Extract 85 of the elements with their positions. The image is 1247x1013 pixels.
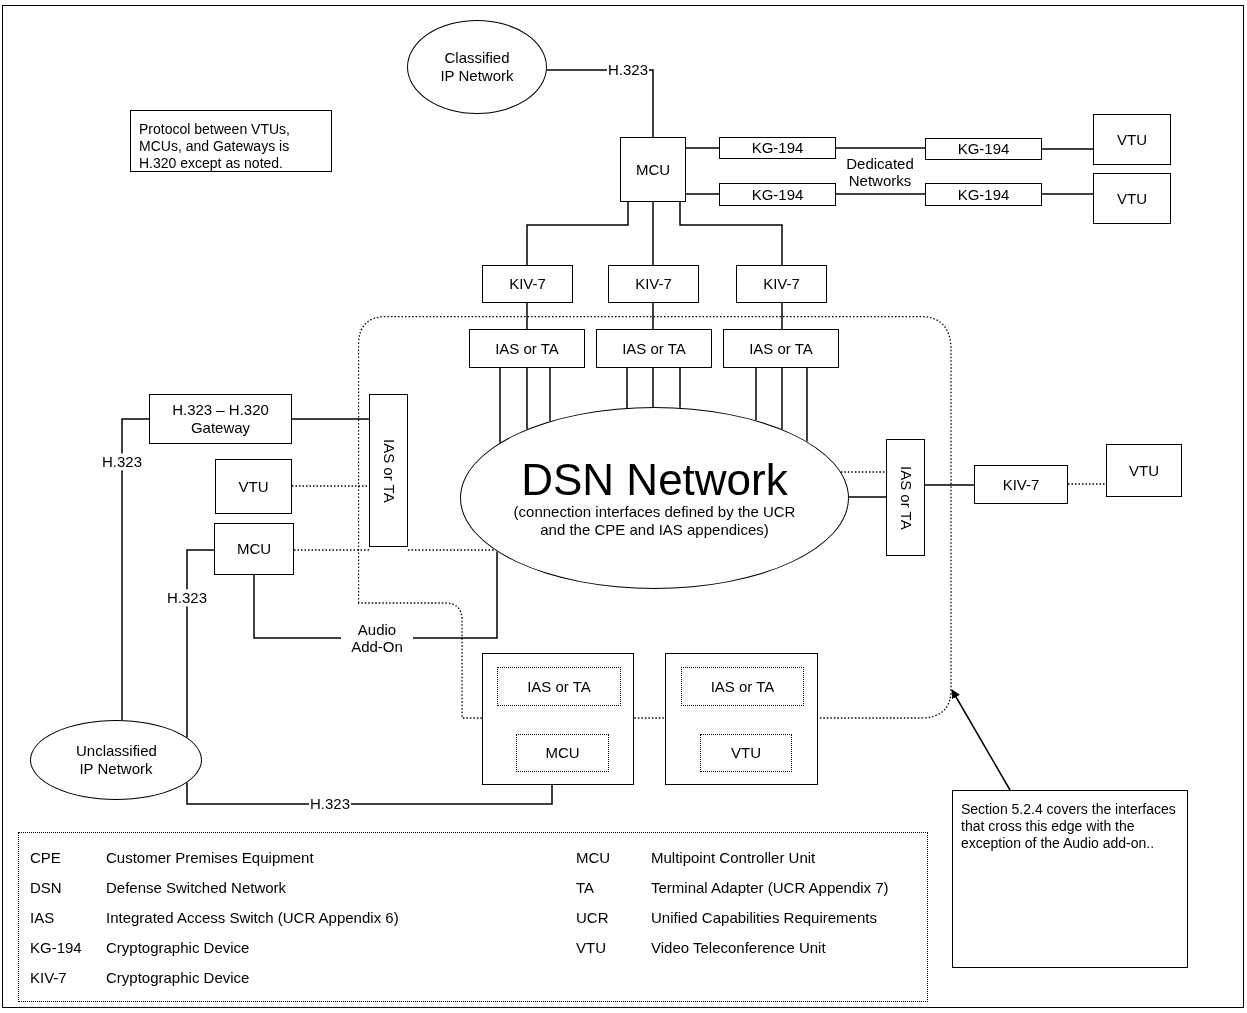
- device-box: IAS or TA: [723, 329, 839, 368]
- device-box: KG-194: [925, 183, 1042, 206]
- definition: Multipoint Controller Unit: [651, 847, 817, 868]
- equipment-box: [482, 653, 634, 785]
- connector-line: [526, 302, 528, 330]
- device-box: VTU: [1106, 444, 1182, 497]
- device-box: KIV-7: [482, 265, 573, 303]
- abbreviation: VTU: [576, 937, 607, 958]
- abbreviation: MCU: [576, 847, 612, 868]
- abbreviation: UCR: [576, 907, 610, 928]
- device-box: KG-194: [719, 183, 836, 206]
- connector-line: [781, 302, 783, 330]
- abbreviation: DSN: [30, 877, 63, 898]
- device-box: KG-194: [719, 137, 836, 159]
- definition: Cryptographic Device: [106, 937, 251, 958]
- connector-line: [685, 193, 720, 195]
- note-box: Section 5.2.4 covers the interfaces that cross this edge with the exception of the Audio add-on..: [952, 790, 1188, 968]
- device-box: VTU: [215, 459, 292, 514]
- connector-line: [835, 193, 926, 195]
- connector-line: [291, 485, 370, 487]
- connector-line: [848, 496, 887, 498]
- connector-line: [407, 549, 496, 551]
- connector-line: [293, 549, 370, 551]
- definition: Integrated Access Switch (UCR Appendix 6): [106, 907, 400, 928]
- device-box: MCU: [214, 523, 294, 575]
- connector-line: [1067, 483, 1107, 485]
- connector-line: [652, 367, 654, 408]
- connector-line: [291, 418, 370, 420]
- connector-line: [685, 147, 720, 149]
- connector-line: [755, 367, 757, 422]
- equipment-box: [665, 653, 818, 785]
- definition: Terminal Adapter (UCR Appendix 7): [651, 877, 890, 898]
- edge-label: H.323: [166, 589, 208, 607]
- connector-line: [1041, 193, 1094, 195]
- abbreviation: IAS: [30, 907, 56, 928]
- note-box: Protocol between VTUs, MCUs, and Gateways is H.320 except as noted.: [130, 110, 332, 172]
- connector-line: [549, 367, 551, 422]
- device-box: IAS or TA: [886, 439, 925, 556]
- network-name: Classified IP Network: [439, 49, 515, 85]
- device-box: KIV-7: [608, 265, 699, 303]
- device-box: IAS or TA: [369, 394, 408, 547]
- device-box: KIV-7: [974, 465, 1068, 504]
- definition: Customer Premises Equipment: [106, 847, 315, 868]
- connector-line: [121, 418, 150, 721]
- connector-line: [526, 201, 629, 266]
- network-name: DSN Network: [521, 456, 788, 504]
- device-box: IAS or TA: [596, 329, 712, 368]
- device-box: H.323 – H.320 Gateway: [149, 394, 292, 444]
- connector-line: [186, 781, 553, 805]
- connector-line: [652, 302, 654, 330]
- connector-line: [526, 367, 528, 431]
- inner-device-box: VTU: [700, 734, 792, 772]
- abbreviation: CPE: [30, 847, 62, 868]
- device-box: VTU: [1093, 173, 1171, 224]
- abbreviation: KG-194: [30, 937, 83, 958]
- abbreviation: TA: [576, 877, 596, 898]
- leader-arrow: [951, 689, 1011, 791]
- device-box: KIV-7: [736, 265, 827, 303]
- connector-line: [679, 367, 681, 409]
- connector-line: [1041, 148, 1094, 150]
- inner-device-box: IAS or TA: [497, 667, 621, 706]
- abbreviation: KIV-7: [30, 967, 68, 988]
- connector-line: [924, 484, 975, 486]
- device-box: MCU: [620, 137, 686, 202]
- network-name: Unclassified IP Network: [76, 742, 156, 778]
- connector-line: [781, 367, 783, 431]
- inner-device-box: IAS or TA: [681, 667, 804, 706]
- connector-line: [652, 201, 654, 266]
- definition: Unified Capabilities Requirements: [651, 907, 878, 928]
- device-box: KG-194: [925, 138, 1042, 160]
- network-description: (connection interfaces defined by the UCR and the CPE and IAS appendices): [512, 503, 797, 540]
- connector-line: [840, 471, 887, 473]
- definition: Cryptographic Device: [106, 967, 251, 988]
- connector-line: [626, 367, 628, 409]
- connector-line: [679, 201, 783, 266]
- definition: Video Teleconference Unit: [651, 937, 827, 958]
- inner-device-box: MCU: [516, 734, 609, 772]
- device-box: IAS or TA: [469, 329, 585, 368]
- definition: Defense Switched Network: [106, 877, 288, 898]
- connector-line: [499, 367, 501, 444]
- connector-line: [835, 147, 926, 149]
- connector-line: [806, 367, 808, 443]
- edge-label: H.323: [101, 453, 143, 471]
- device-box: VTU: [1093, 114, 1171, 165]
- connector-line: [186, 549, 215, 739]
